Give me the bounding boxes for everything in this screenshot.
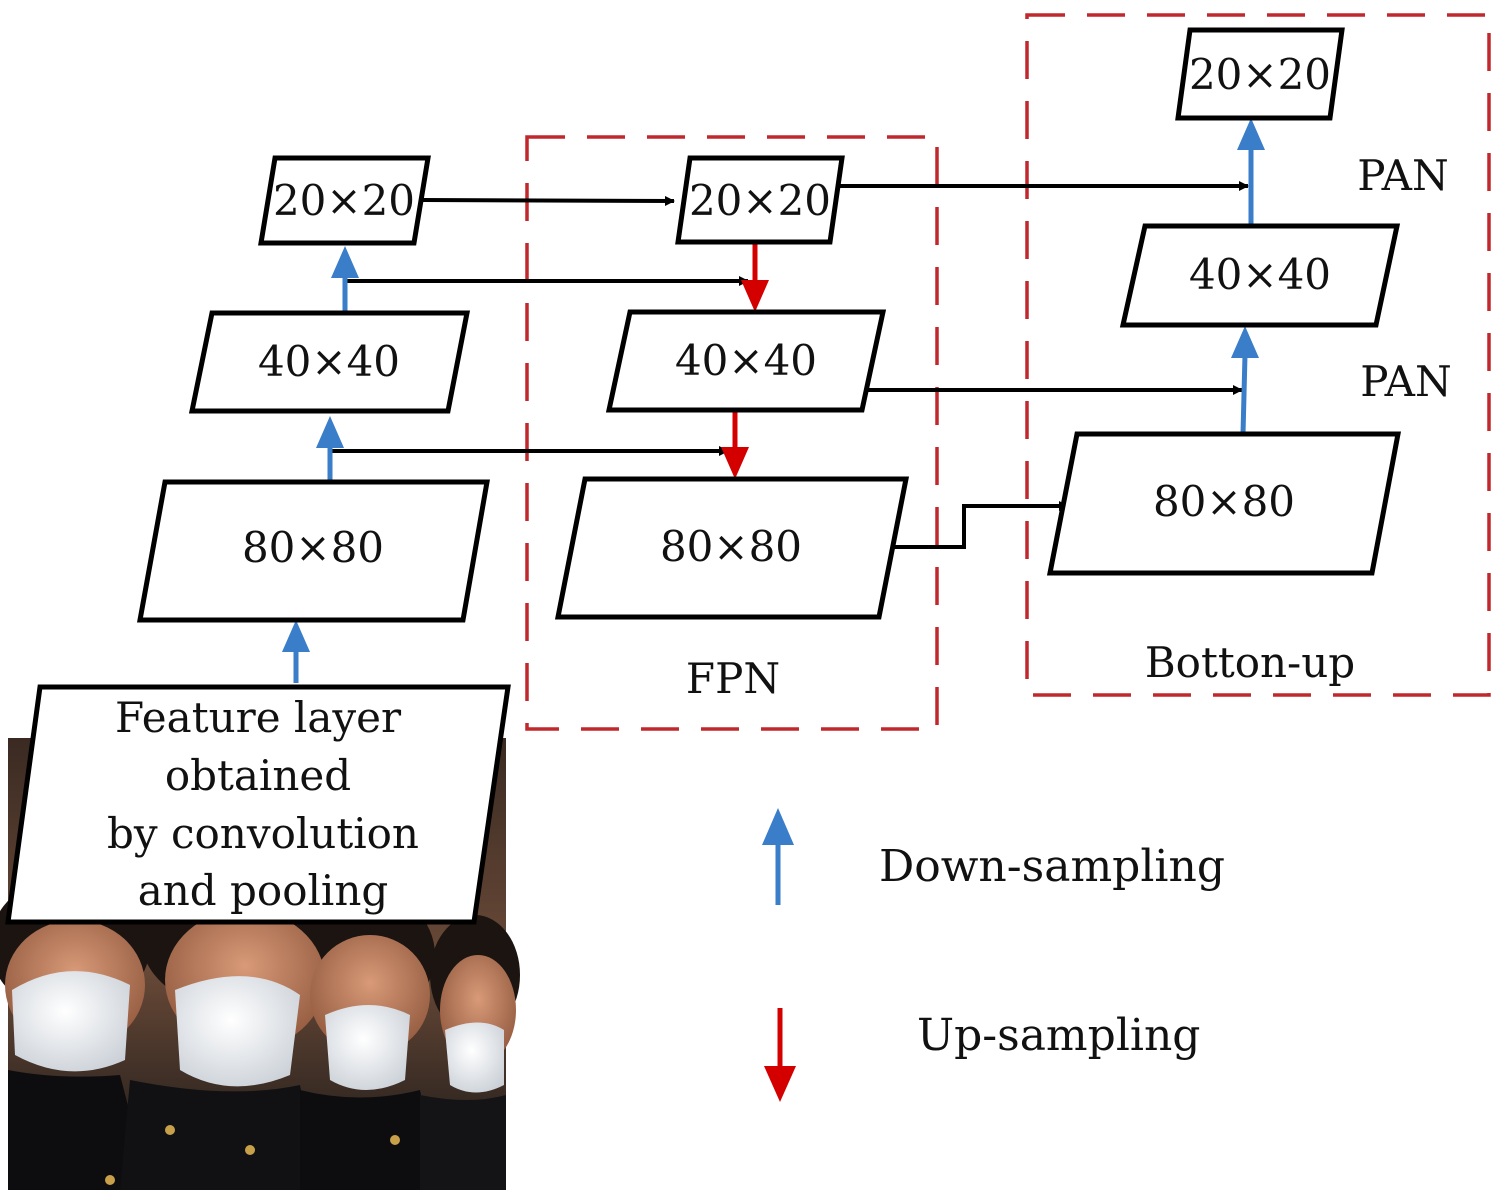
pan-label-mid: PAN <box>1360 357 1452 406</box>
svg-text:80×80: 80×80 <box>1153 477 1295 526</box>
downsample-arrows <box>282 118 1265 683</box>
svg-text:20×20: 20×20 <box>1189 50 1331 99</box>
down-arrow-b40-b20 <box>331 246 359 313</box>
down-arrow-input-b80 <box>282 620 310 683</box>
legend-down-label: Down-sampling <box>879 841 1225 892</box>
svg-text:20×20: 20×20 <box>689 176 831 225</box>
input-label-line-3: by convolution <box>107 809 419 858</box>
legend: Down-sampling Up-sampling <box>762 808 1225 1102</box>
input-label-line-2: obtained <box>165 751 351 800</box>
svg-text:80×80: 80×80 <box>242 523 384 572</box>
input-feature-box: Feature layer obtained by convolution an… <box>5 684 511 925</box>
svg-text:40×40: 40×40 <box>258 337 400 386</box>
down-arrow-p40-p20 <box>1237 118 1265 228</box>
lateral-arrow-f80-p80 <box>890 501 1069 549</box>
down-arrow-b80-b40 <box>316 416 344 482</box>
legend-down-arrow-icon <box>762 808 794 905</box>
up-arrow-f40-f80 <box>721 410 749 479</box>
lateral-arrow-b20-f20 <box>422 195 675 206</box>
up-arrow-f20-f40 <box>741 243 769 312</box>
upsample-arrows <box>721 243 769 479</box>
svg-text:80×80: 80×80 <box>660 522 802 571</box>
backbone-node-40: 40×40 <box>188 310 471 414</box>
pan-node-80: 80×80 <box>1046 431 1402 576</box>
down-arrow-p80-p40 <box>1231 326 1259 435</box>
fpn-node-80: 80×80 <box>554 476 910 620</box>
backbone-node-20: 20×20 <box>258 155 431 246</box>
legend-up-arrow-icon <box>764 1008 796 1102</box>
fpn-node-40: 40×40 <box>605 309 887 413</box>
backbone-node-80: 80×80 <box>137 479 490 623</box>
legend-up-label: Up-sampling <box>917 1010 1200 1061</box>
fpn-group-box <box>525 135 939 731</box>
svg-text:40×40: 40×40 <box>675 336 817 385</box>
pan-node-40: 40×40 <box>1119 223 1401 328</box>
svg-text:40×40: 40×40 <box>1189 250 1331 299</box>
bottom-up-group-box <box>1025 13 1491 697</box>
fpn-label: FPN <box>686 654 780 703</box>
pan-label-top: PAN <box>1357 151 1449 200</box>
fpn-node-20: 20×20 <box>675 155 845 245</box>
input-label-line-1: Feature layer <box>115 693 402 742</box>
pan-node-20: 20×20 <box>1175 27 1345 121</box>
input-label-line-4: and pooling <box>138 866 389 915</box>
svg-text:20×20: 20×20 <box>273 176 415 225</box>
lateral-connections <box>330 181 1249 549</box>
bottom-up-label: Botton-up <box>1145 638 1355 687</box>
